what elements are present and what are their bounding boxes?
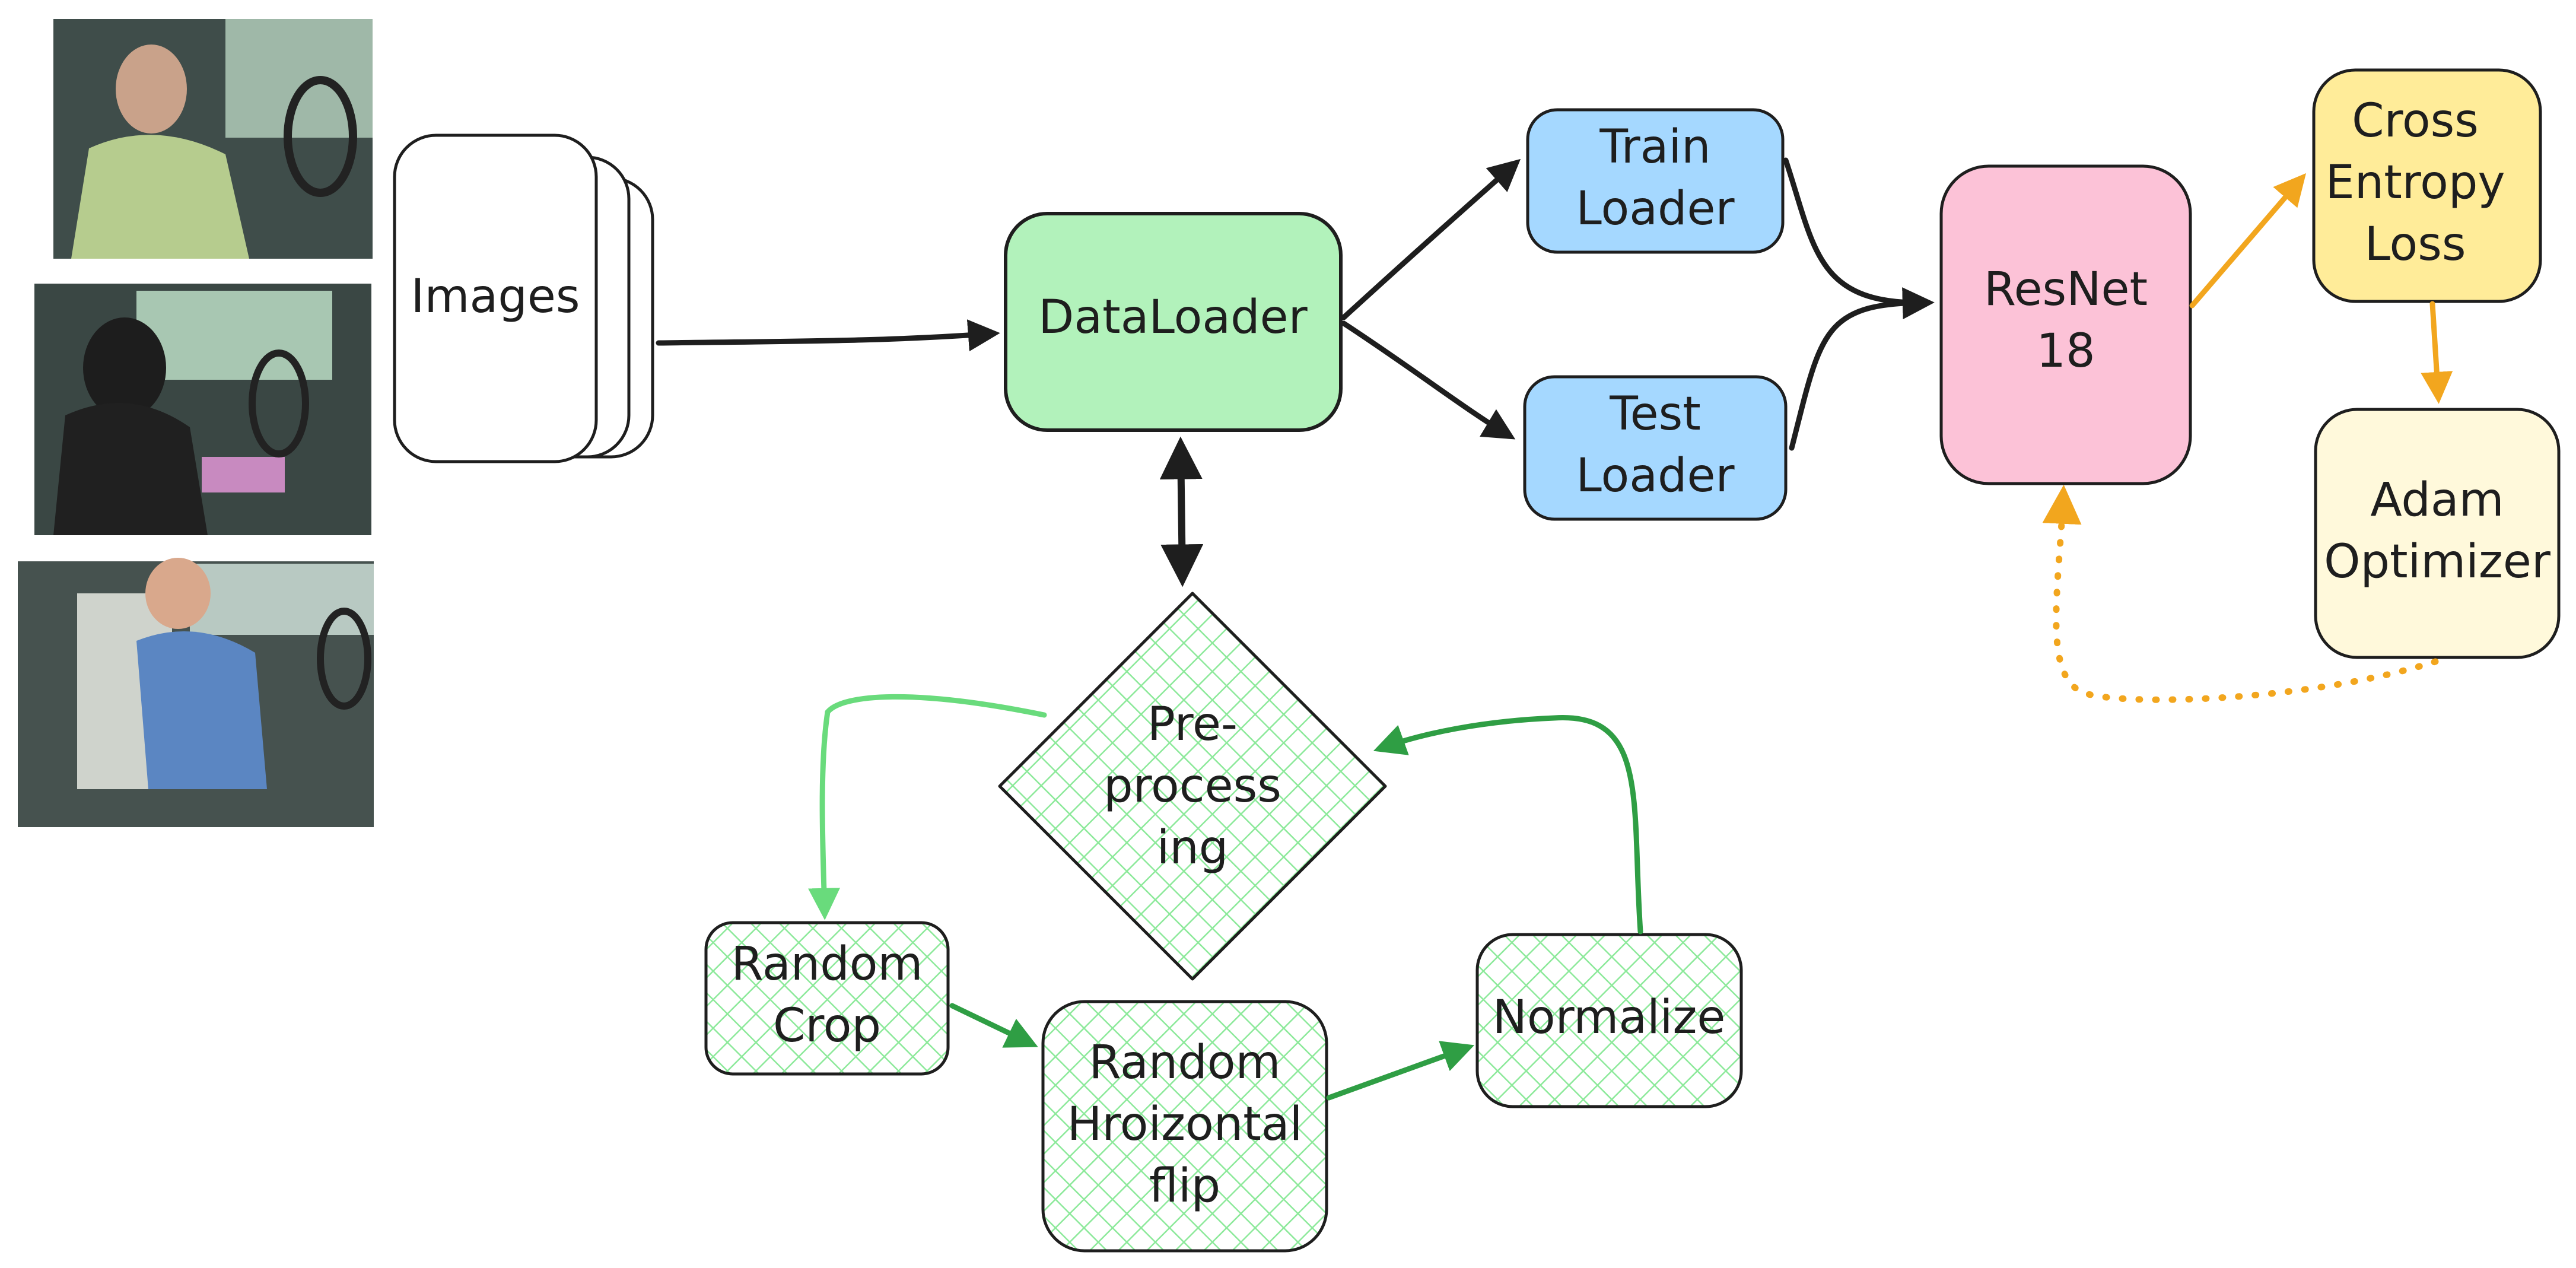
- arrow-optimizer-to-resnet: [2042, 484, 2439, 703]
- dataloader-box: [1004, 212, 1343, 432]
- arrow-flip-to-normalize: [1326, 1041, 1475, 1101]
- dataloader-node: DataLoader: [1004, 212, 1343, 432]
- arrow-crop-to-flip: [949, 1003, 1038, 1048]
- images-label: Images: [411, 270, 580, 323]
- label-line: Crop: [773, 999, 881, 1053]
- label-line: Cross: [2352, 94, 2479, 148]
- label-line: Hroizontal: [1067, 1098, 1303, 1151]
- dataloader-label: DataLoader: [1038, 291, 1308, 344]
- adam-optimizer-box: [2314, 408, 2561, 659]
- label-line: ResNet: [1984, 263, 2148, 316]
- label-line: Loader: [1576, 449, 1735, 503]
- label-line: Loader: [1576, 182, 1735, 236]
- driver-photo-3: [18, 558, 374, 827]
- arrow-test-to-resnet: [1789, 300, 1931, 451]
- label-line: Random: [732, 938, 923, 991]
- normalize-box: [1475, 933, 1743, 1108]
- arrow-dataloader-preprocessing: [1159, 436, 1204, 587]
- preprocessing-label: Pre-process ing: [1103, 698, 1281, 875]
- label-line: Optimizer: [2324, 535, 2551, 589]
- label-line: Adam: [2370, 473, 2504, 527]
- arrow-preprocessing-to-crop: [808, 694, 1047, 920]
- arrow-dataloader-to-test: [1341, 320, 1516, 440]
- label-line: DataLoader: [1038, 291, 1308, 344]
- label-line: 18: [2036, 325, 2095, 378]
- label-line: Pre-: [1147, 698, 1238, 751]
- arrow-dataloader-to-train: [1341, 158, 1521, 320]
- label-line: flip: [1149, 1159, 1220, 1213]
- label-line: Random: [1089, 1036, 1281, 1089]
- test-loader-box: [1523, 375, 1788, 521]
- driver-photo-2: [34, 284, 371, 535]
- label-line: process: [1103, 759, 1281, 813]
- random-crop-box: [704, 921, 950, 1076]
- label-line: Test: [1609, 387, 1701, 441]
- normalize-label: Normalize: [1493, 991, 1726, 1044]
- arrow-resnet-to-loss: [2189, 173, 2307, 309]
- resnet-node: ResNet 18: [1939, 164, 2192, 485]
- random-flip-box: [1041, 1000, 1328, 1253]
- driver-photo-1: [53, 19, 373, 259]
- images-stack-front: [393, 134, 598, 463]
- train-loader-box: [1526, 108, 1785, 254]
- resnet-label: ResNet 18: [1984, 263, 2148, 378]
- label-line: ing: [1157, 821, 1229, 875]
- resnet-box: [1939, 164, 2192, 485]
- label-line: Normalize: [1493, 991, 1726, 1044]
- label-line: Train: [1599, 120, 1710, 174]
- images-node: Images: [393, 134, 654, 463]
- label-line: Loss: [2364, 218, 2466, 271]
- arrow-normalize-to-preprocessing: [1373, 715, 1643, 935]
- label-line: Images: [411, 270, 580, 323]
- cross-entropy-box: [2312, 68, 2542, 303]
- label-line: Entropy: [2325, 156, 2505, 209]
- preprocessing-diamond: [998, 592, 1387, 981]
- arrow-loss-to-optimizer: [2421, 301, 2453, 404]
- arrow-images-to-dataloader: [656, 319, 1000, 352]
- arrow-train-to-resnet: [1783, 157, 1935, 320]
- normalize-node: Normalize: [1475, 933, 1743, 1108]
- preprocessing-node: Pre-process ing: [998, 592, 1387, 981]
